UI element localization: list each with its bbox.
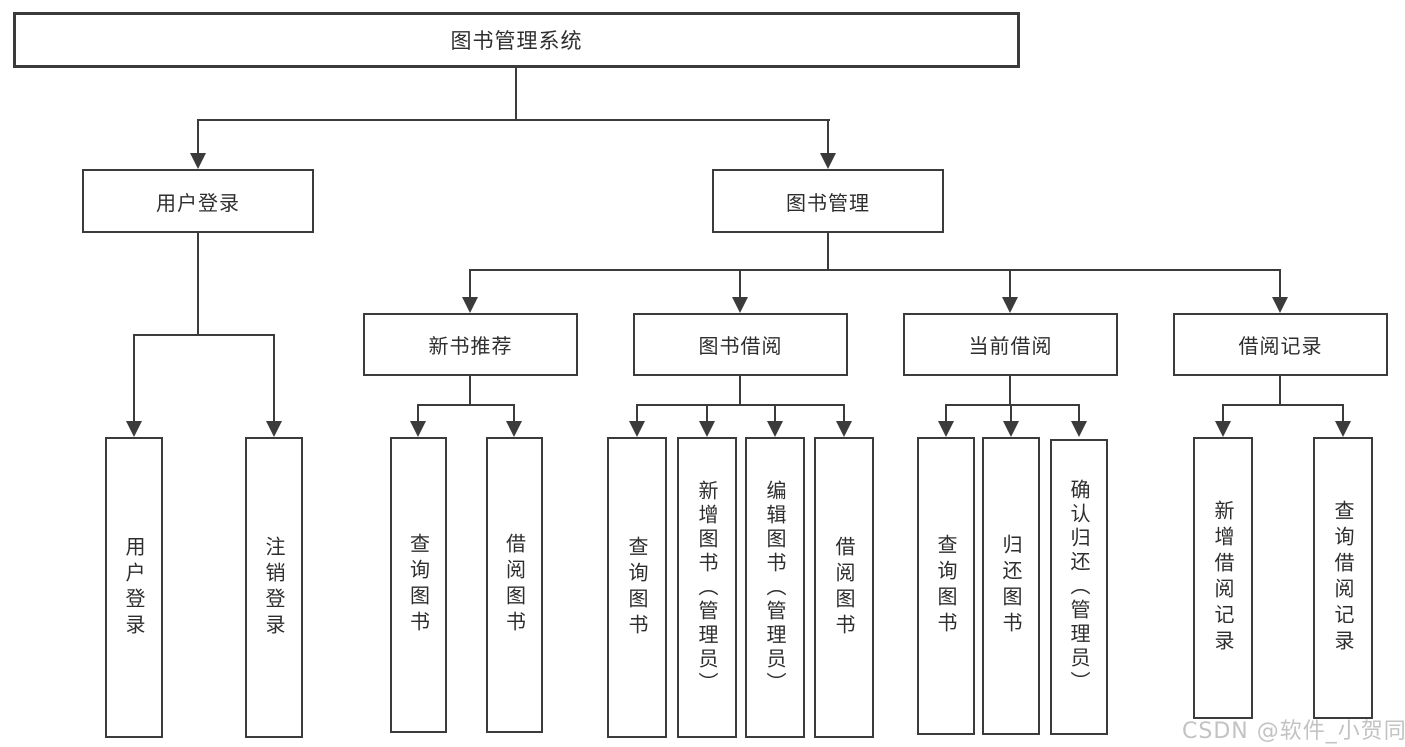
arrowhead-bb-add: [699, 421, 715, 437]
connector-to-bb-query: [636, 404, 638, 423]
arrowhead-bb-edit: [767, 421, 783, 437]
connector-book-borrow-rail: [637, 404, 844, 406]
connector-to-user-login: [197, 119, 199, 155]
arrowhead-leaf-user-login: [126, 421, 142, 437]
arrowhead-bb-borrow: [836, 421, 852, 437]
node-current-borrow: 当前借阅: [903, 313, 1118, 376]
connector-to-cb-return: [1010, 404, 1012, 423]
node-user-login: 用户登录: [82, 169, 314, 233]
connector-to-nbr-query: [417, 404, 419, 423]
arrowhead-cb-confirm: [1071, 421, 1087, 437]
arrowhead-leaf-logout: [266, 421, 282, 437]
connector-to-bb-add: [706, 404, 708, 423]
connector-root-stem: [515, 68, 517, 121]
leaf-cb-return-books: 归还图书: [982, 437, 1040, 735]
connector-user-login-stem: [197, 233, 199, 336]
connector-to-borrow-records: [1279, 269, 1281, 299]
node-book-management: 图书管理: [712, 169, 944, 233]
arrowhead-book-borrow: [732, 297, 748, 313]
connector-to-leaf-user-login: [133, 334, 135, 423]
arrowhead-nbr-query: [410, 421, 426, 437]
leaf-user-login: 用户登录: [105, 437, 163, 738]
leaf-cb-confirm-return-admin: 确认归还（管理员）: [1050, 439, 1108, 735]
arrowhead-nbr-borrow: [506, 421, 522, 437]
arrowhead-br-query: [1335, 421, 1351, 437]
connector-borrow-records-rail: [1223, 404, 1343, 406]
connector-book-borrow-stem: [739, 376, 741, 406]
connector-to-br-add: [1222, 404, 1224, 423]
arrowhead-cb-return: [1003, 421, 1019, 437]
node-borrow-records: 借阅记录: [1173, 313, 1388, 376]
leaf-nbr-query-books: 查询图书: [390, 437, 447, 733]
node-new-book-recommend: 新书推荐: [363, 313, 578, 376]
arrowhead-cb-query: [938, 421, 954, 437]
leaf-bb-add-books-admin: 新增图书（管理员）: [677, 437, 737, 738]
leaf-cb-query-books: 查询图书: [917, 437, 975, 735]
connector-to-bb-edit: [774, 404, 776, 423]
connector-to-leaf-logout: [273, 334, 275, 423]
leaf-br-query-record: 查询借阅记录: [1313, 437, 1373, 719]
connector-new-book-recommend-stem: [469, 376, 471, 406]
leaf-br-add-record: 新增借阅记录: [1193, 437, 1253, 719]
arrowhead-bb-query: [629, 421, 645, 437]
connector-to-bb-borrow: [843, 404, 845, 423]
connector-borrow-records-stem: [1279, 376, 1281, 406]
leaf-nbr-borrow-books: 借阅图书: [486, 437, 543, 733]
connector-book-management-rail: [470, 269, 1281, 271]
node-library-management-system: 图书管理系统: [13, 12, 1020, 68]
connector-current-borrow-rail: [946, 404, 1079, 406]
arrowhead-br-add: [1215, 421, 1231, 437]
connector-current-borrow-stem: [1009, 376, 1011, 406]
connector-new-book-recommend-rail: [418, 404, 515, 406]
connector-to-cb-query: [945, 404, 947, 423]
connector-to-book-borrow: [739, 269, 741, 299]
arrowhead-current-borrow: [1002, 297, 1018, 313]
leaf-bb-borrow-books: 借阅图书: [814, 437, 874, 738]
arrowhead-borrow-records: [1272, 297, 1288, 313]
arrowhead-new-book-recommend: [462, 297, 478, 313]
leaf-bb-query-books: 查询图书: [607, 437, 667, 738]
arrowhead-user-login: [190, 153, 206, 169]
connector-book-management-stem: [827, 233, 829, 271]
leaf-bb-edit-books-admin: 编辑图书（管理员）: [745, 437, 805, 738]
arrowhead-book-management: [820, 153, 836, 169]
csdn-watermark: CSDN @软件_小贺同学: [1182, 719, 1405, 744]
leaf-logout: 注销登录: [245, 437, 303, 738]
connector-to-nbr-borrow: [513, 404, 515, 423]
connector-to-current-borrow: [1009, 269, 1011, 299]
connector-to-cb-confirm: [1078, 404, 1080, 423]
connector-to-book-management: [827, 119, 829, 155]
connector-user-login-rail: [133, 334, 274, 336]
node-book-borrow: 图书借阅: [633, 313, 848, 376]
connector-root-rail: [197, 119, 830, 121]
connector-to-new-book-recommend: [469, 269, 471, 299]
connector-to-br-query: [1342, 404, 1344, 423]
